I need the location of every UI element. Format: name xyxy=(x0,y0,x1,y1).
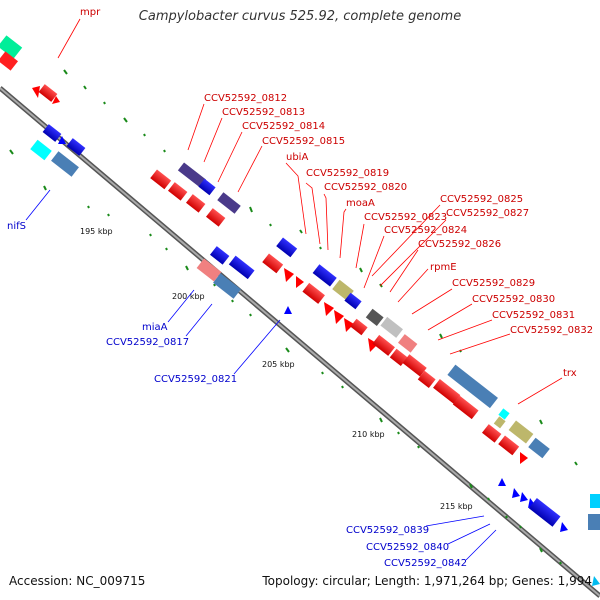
gene-label-0830: CCV52592_0830 xyxy=(472,294,555,305)
leader-lines-top xyxy=(57,18,563,405)
labels-top: mpr CCV52592_0812 CCV52592_0813 CCV52592… xyxy=(80,7,593,379)
gene-label-ubiA: ubiA xyxy=(286,152,308,163)
gene-label-0825: CCV52592_0825 xyxy=(440,194,523,205)
gene-label-0826: CCV52592_0826 xyxy=(418,239,501,250)
gene-label-0827: CCV52592_0827 xyxy=(446,208,529,219)
leader-lines-bottom xyxy=(25,189,497,561)
gene-label-0821: CCV52592_0821 xyxy=(154,374,237,385)
gene-label-trx: trx xyxy=(563,368,577,379)
gene-label-0831: CCV52592_0831 xyxy=(492,310,575,321)
gene-label-rpmE: rpmE xyxy=(430,262,457,273)
features-cluster-d xyxy=(482,408,600,586)
gene-label-0813: CCV52592_0813 xyxy=(222,107,305,118)
tick-marks-lower xyxy=(9,149,562,565)
gene-label-0824: CCV52592_0824 xyxy=(384,225,467,236)
genome-summary-text: Topology: circular; Length: 1,971,264 bp… xyxy=(262,574,592,588)
gene-label-nifS: nifS xyxy=(7,221,26,232)
gene-label-0842: CCV52592_0842 xyxy=(384,558,467,569)
gene-label-0814: CCV52592_0814 xyxy=(242,121,325,132)
kbp-label-215: 215 kbp xyxy=(440,502,473,511)
features-topleft xyxy=(0,35,86,177)
gene-label-0832: CCV52592_0832 xyxy=(510,325,593,336)
labels-bottom: nifS miaA CCV52592_0817 CCV52592_0821 CC… xyxy=(7,221,467,569)
features-cluster-c xyxy=(302,264,498,420)
kbp-label-205: 205 kbp xyxy=(262,360,295,369)
gene-label-0823: CCV52592_0823 xyxy=(364,212,447,223)
kbp-label-210: 210 kbp xyxy=(352,430,385,439)
gene-label-0839: CCV52592_0839 xyxy=(346,525,429,536)
features-cluster-a xyxy=(150,162,241,227)
gene-label-moaA: moaA xyxy=(346,198,375,209)
gene-label-mpr: mpr xyxy=(80,7,101,18)
gene-label-miaA: miaA xyxy=(142,322,168,333)
accession-text: Accession: NC_009715 xyxy=(9,574,146,588)
gene-label-0815: CCV52592_0815 xyxy=(262,136,345,147)
features-cluster-b xyxy=(196,237,304,314)
gene-label-0829: CCV52592_0829 xyxy=(452,278,535,289)
genome-backbone-highlight xyxy=(0,87,600,597)
gene-label-0819: CCV52592_0819 xyxy=(306,168,389,179)
kbp-label-195: 195 kbp xyxy=(80,227,113,236)
map-title: Campylobacter curvus 525.92, complete ge… xyxy=(138,9,462,24)
gene-label-0817: CCV52592_0817 xyxy=(106,337,189,348)
gene-label-0812: CCV52592_0812 xyxy=(204,93,287,104)
gene-label-0820: CCV52592_0820 xyxy=(324,182,407,193)
gene-label-0840: CCV52592_0840 xyxy=(366,542,449,553)
tick-marks-upper xyxy=(63,69,578,466)
